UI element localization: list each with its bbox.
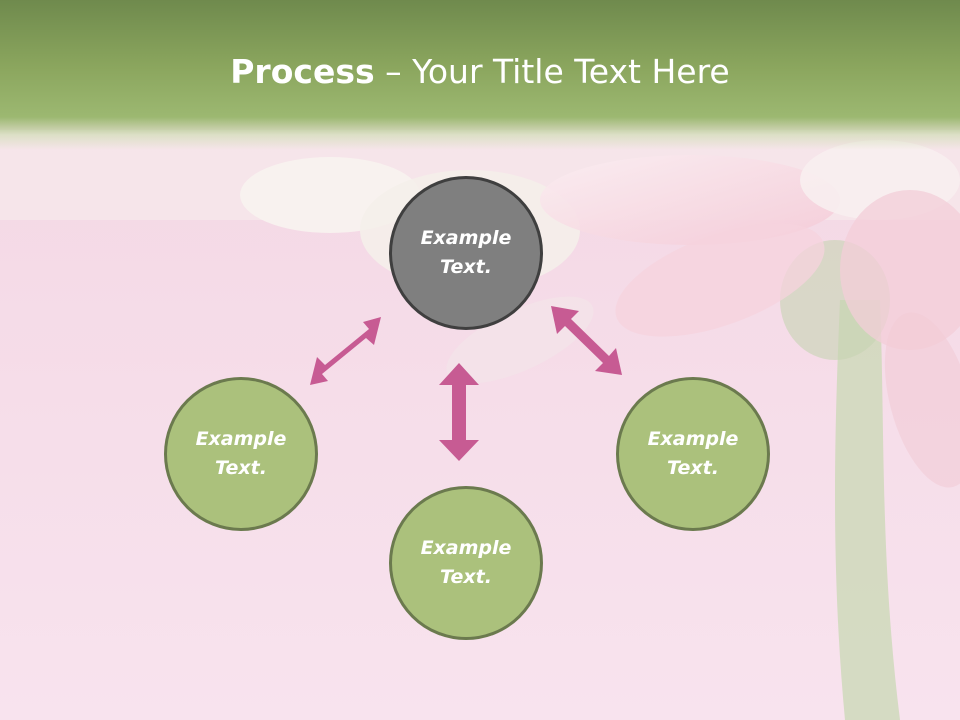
- title-separator: –: [374, 52, 413, 91]
- left-node-line2: Text.: [215, 457, 267, 479]
- right-node-line1: Example: [647, 428, 739, 450]
- center-node: Example Text.: [389, 176, 543, 330]
- left-node: Example Text.: [164, 377, 318, 531]
- arrow-right-diagonal: [551, 306, 622, 375]
- center-node-line1: Example: [420, 227, 512, 249]
- arrow-left-diagonal: [310, 317, 381, 385]
- left-node-line1: Example: [195, 428, 287, 450]
- arrow-vertical: [439, 363, 479, 461]
- title-band: [0, 0, 960, 150]
- slide-title: Process – Your Title Text Here: [0, 52, 960, 91]
- title-rest: Your Title Text Here: [412, 52, 730, 91]
- right-node: Example Text.: [616, 377, 770, 531]
- bottom-node-line1: Example: [420, 537, 512, 559]
- right-node-line2: Text.: [667, 457, 719, 479]
- center-node-line2: Text.: [440, 256, 492, 278]
- bottom-node-line2: Text.: [440, 566, 492, 588]
- bottom-node: Example Text.: [389, 486, 543, 640]
- title-bold: Process: [230, 52, 375, 91]
